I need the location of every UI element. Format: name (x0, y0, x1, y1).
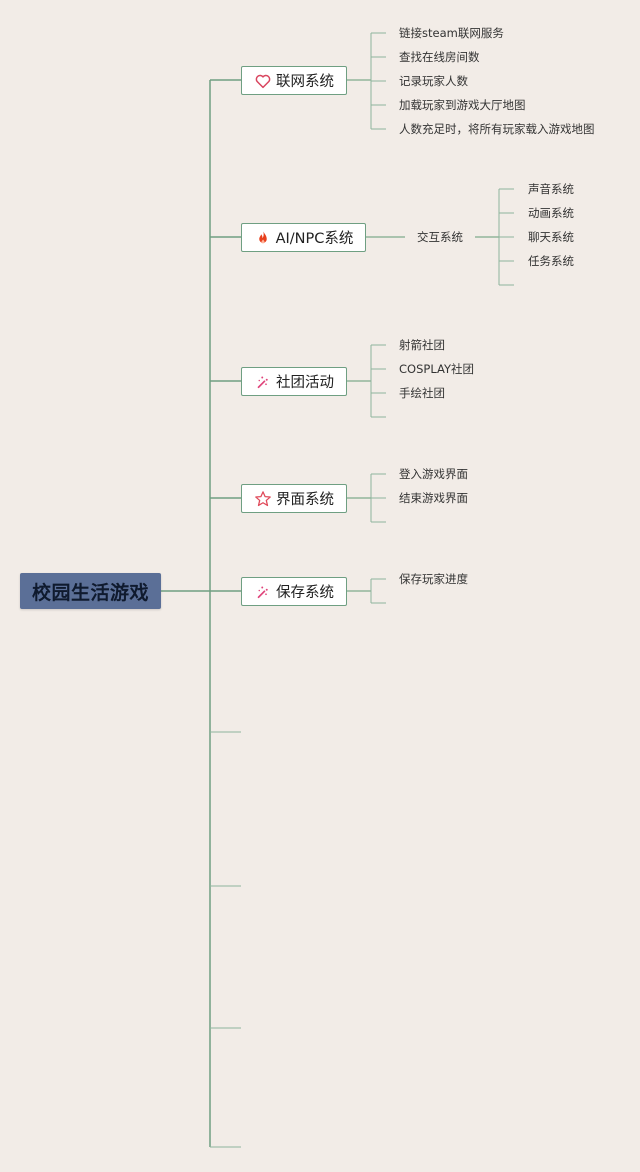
leaf-cosplay-club[interactable]: COSPLAY社团 (399, 362, 474, 376)
branch-node-network[interactable]: 联网系统 (241, 66, 347, 95)
leaf-animation-system[interactable]: 动画系统 (528, 206, 574, 220)
leaf-network-1[interactable]: 链接steam联网服务 (399, 26, 504, 40)
branch-label: 界面系统 (276, 492, 334, 508)
heart-icon (254, 72, 272, 90)
fire-icon (254, 229, 272, 247)
leaf-network-2[interactable]: 查找在线房间数 (399, 50, 480, 64)
sub-node-interaction[interactable]: 交互系统 (417, 230, 463, 244)
branch-label: 保存系统 (276, 585, 334, 601)
leaf-save-progress[interactable]: 保存玩家进度 (399, 572, 468, 586)
leaf-archery-club[interactable]: 射箭社团 (399, 338, 445, 352)
root-node[interactable]: 校园生活游戏 (20, 573, 161, 609)
branch-node-ai-npc[interactable]: AI/NPC系统 (241, 223, 366, 252)
branch-label: 社团活动 (276, 375, 334, 391)
branch-label: AI/NPC系统 (275, 231, 354, 247)
root-label: 校园生活游戏 (31, 581, 149, 604)
leaf-quest-system[interactable]: 任务系统 (528, 254, 574, 268)
star-icon (254, 490, 272, 508)
leaf-sound-system[interactable]: 声音系统 (528, 182, 574, 196)
branch-node-clubs[interactable]: 社团活动 (241, 367, 347, 396)
leaf-drawing-club[interactable]: 手绘社团 (399, 386, 445, 400)
leaf-end-screen[interactable]: 结束游戏界面 (399, 491, 468, 505)
branch-label: 联网系统 (276, 74, 334, 90)
leaf-chat-system[interactable]: 聊天系统 (528, 230, 574, 244)
branch-node-save[interactable]: 保存系统 (241, 577, 347, 606)
leaf-network-4[interactable]: 加载玩家到游戏大厅地图 (399, 98, 526, 112)
leaf-network-5[interactable]: 人数充足时，将所有玩家载入游戏地图 (399, 122, 595, 136)
leaf-login-screen[interactable]: 登入游戏界面 (399, 467, 468, 481)
branch-node-ui[interactable]: 界面系统 (241, 484, 347, 513)
magic-wand-icon (254, 583, 272, 601)
leaf-network-3[interactable]: 记录玩家人数 (399, 74, 468, 88)
magic-wand-icon (254, 373, 272, 391)
